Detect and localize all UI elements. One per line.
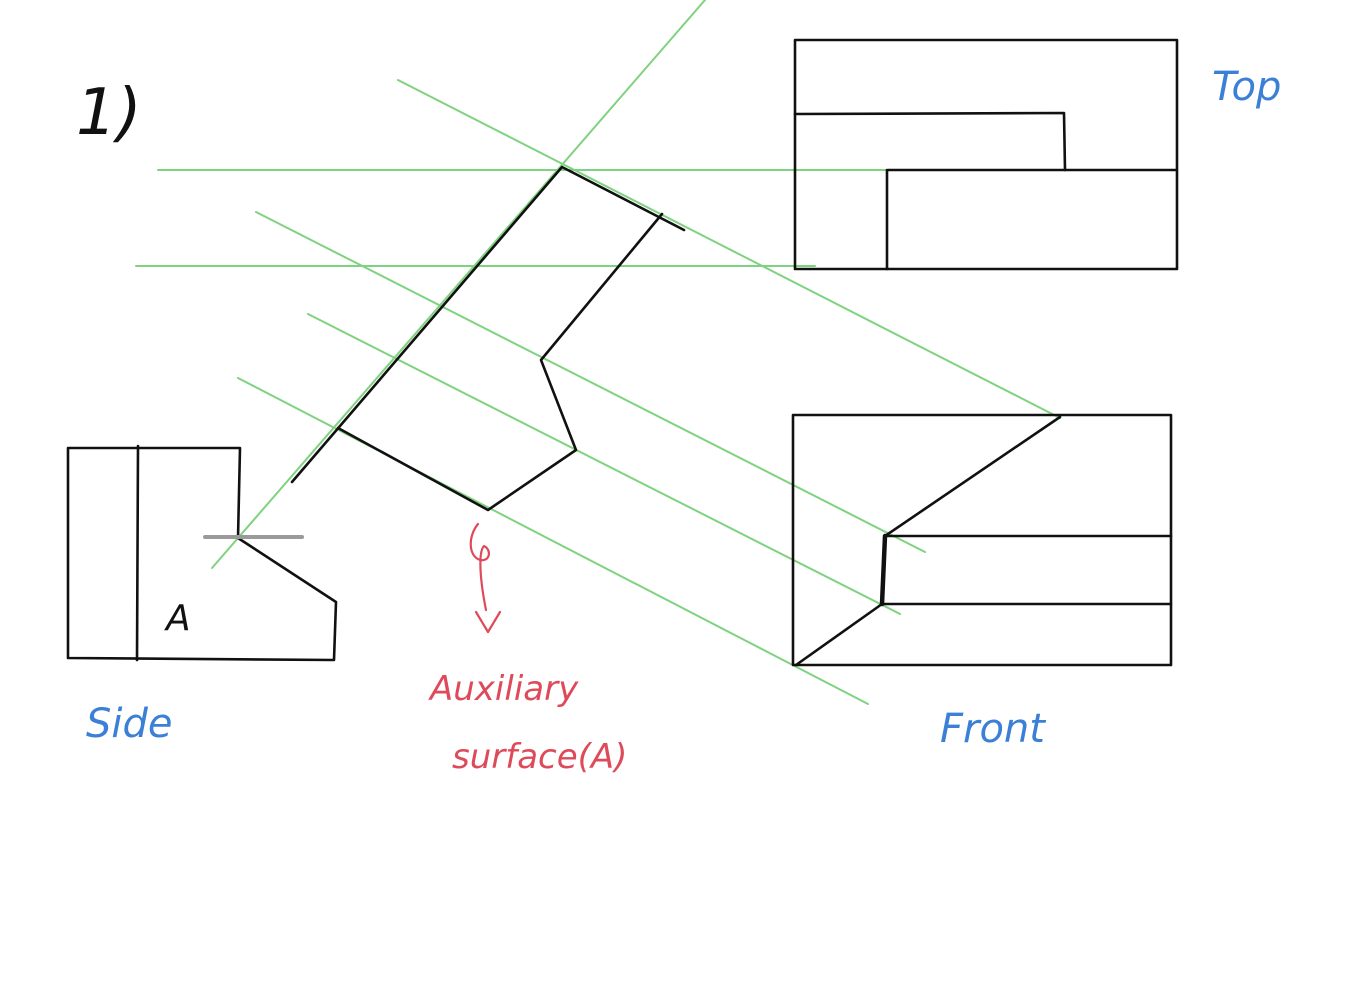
annotation-arrow [469, 522, 502, 634]
top-view-outline [793, 38, 1179, 271]
side-view [66, 444, 338, 662]
projection-line-diagonal-1 [397, 79, 1061, 419]
projection-line-diagonal-4 [237, 377, 869, 705]
problem-number: 1) [76, 76, 142, 150]
top-view-upper-step [793, 111, 1178, 172]
annotation-arrow-head [474, 610, 502, 634]
auxiliary-view-right-edge [336, 212, 664, 512]
front-view [791, 413, 1173, 667]
projection-line-diagonal-3 [307, 313, 901, 615]
top-view [793, 38, 1179, 271]
annotation-arrow-curl [469, 522, 490, 612]
auxiliary-view [290, 165, 686, 512]
front-view-slant-upper [883, 415, 1062, 538]
auxiliary-label-line2: surface(A) [452, 737, 627, 777]
top-view-label: Top [1212, 64, 1281, 110]
projection-line-diagonal-2 [255, 211, 926, 553]
projection-lines [135, 0, 1061, 705]
surface-a-label: A [164, 598, 191, 639]
side-view-label: Side [86, 701, 173, 747]
front-view-outline [791, 413, 1173, 667]
front-view-slant-lower [794, 602, 884, 667]
front-view-slot-left [879, 533, 888, 607]
auxiliary-label-line1: Auxiliary [428, 669, 579, 709]
projection-line-folding [211, 0, 706, 569]
side-view-outline [66, 446, 338, 662]
front-view-label: Front [940, 706, 1046, 752]
side-view-inner-vertical [135, 444, 140, 662]
auxiliary-view-outline [290, 165, 686, 484]
